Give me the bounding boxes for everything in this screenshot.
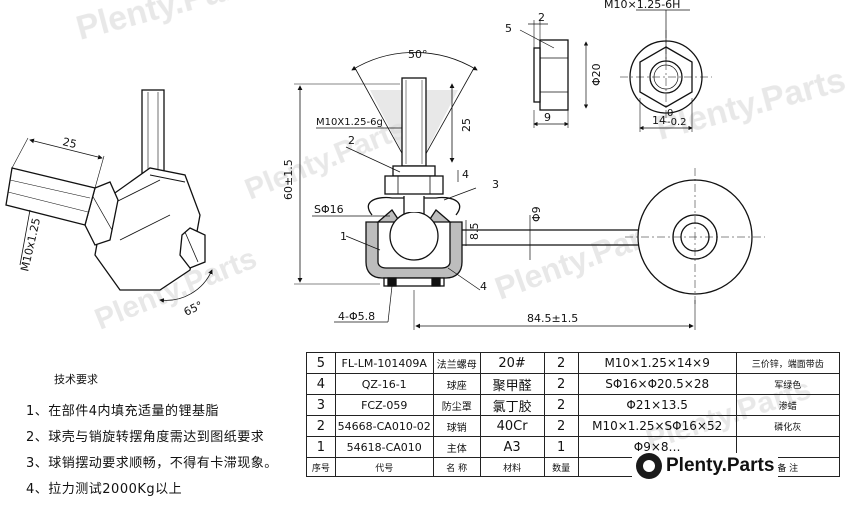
nut-side-view: [519, 20, 589, 128]
bom-qty: 2: [543, 373, 579, 395]
bom-spec: M10×1.25×14×9: [577, 352, 737, 374]
section-view: [294, 52, 765, 330]
requirement-item: 4、拉力测试2000Kg以上: [26, 482, 183, 497]
requirement-item: 3、球销摆动要求顺畅，不得有卡滞现象。: [26, 456, 278, 471]
bom-code: 54618-CA010: [334, 436, 434, 458]
bom-code: 54668-CA010-02: [334, 415, 434, 437]
nut-thread-label: M10×1.25-6H: [604, 0, 680, 11]
nut-front-view: [620, 9, 712, 132]
bom-spec: M10×1.25×SΦ16×52: [577, 415, 737, 437]
callout-1: 1: [340, 230, 347, 243]
nut-tol-lower: -0.2: [667, 117, 687, 128]
callout-2: 2: [348, 134, 355, 147]
bom-qty: 1: [543, 436, 579, 458]
bom-header-name: 名 称: [432, 457, 481, 477]
nut-dia-20: Φ20: [590, 63, 603, 86]
bom-spec: Φ9×8…: [577, 436, 737, 458]
total-height-label: 60±1.5: [282, 159, 295, 200]
iso-dim-thread: M10x1.25: [18, 217, 43, 273]
nut-width-label: 14: [652, 114, 666, 127]
plenty-parts-logo[interactable]: Plenty.Parts: [632, 453, 779, 479]
requirement-item: 2、球壳与销旋转摆角度需达到图纸要求: [26, 430, 265, 445]
bom-qty: 2: [543, 415, 579, 437]
nut-dim-9: 9: [544, 111, 551, 124]
callout-3: 3: [492, 178, 499, 191]
bom-material: 聚甲醛: [479, 373, 545, 395]
rod-dia-label: Φ9: [530, 206, 543, 222]
bom-spec: Φ21×13.5: [577, 394, 737, 416]
bom-header-code: 代号: [334, 457, 434, 477]
bom-no: 4: [306, 373, 336, 395]
holes-label: 4-Φ5.8: [338, 310, 375, 323]
bom-header-no: 序号: [306, 457, 336, 477]
bom-name: 防尘罩: [432, 394, 481, 416]
sphere-dia-label: SΦ16: [314, 203, 344, 216]
bom-name: 球销: [432, 415, 481, 437]
bom-row: 3 FCZ-059 防尘罩 氯丁胶 2 Φ21×13.5 渗蜡: [306, 394, 840, 416]
bom-code: QZ-16-1: [334, 373, 434, 395]
bom-row: 5 FL-LM-101409A 法兰螺母 20# 2 M10×1.25×14×9…: [306, 352, 840, 374]
bom-spec: SΦ16×Φ20.5×28: [577, 373, 737, 395]
bom-row: 2 54668-CA010-02 球销 40Cr 2 M10×1.25×SΦ16…: [306, 415, 840, 437]
bom-name: 主体: [432, 436, 481, 458]
isometric-view: [5, 89, 213, 303]
bom-no: 5: [306, 352, 336, 374]
bom-note: 三价锌，端面带齿: [735, 352, 840, 374]
bom-no: 3: [306, 394, 336, 416]
requirements-title: 技术要求: [54, 373, 98, 386]
length-label: 84.5±1.5: [527, 312, 578, 325]
nut-callout-5: 5: [505, 22, 512, 35]
bom-note: 军绿色: [735, 373, 840, 395]
thread-label: M10X1.25-6g: [316, 117, 383, 128]
cone-angle-label: 50°: [408, 48, 428, 61]
nut-tol-upper: 0: [667, 108, 673, 119]
bom-material: 20#: [479, 352, 545, 374]
bom-note: 渗蜡: [735, 394, 840, 416]
dim-8-5-label: 8.5: [468, 223, 481, 241]
bom-row: 1 54618-CA010 主体 A3 1 Φ9×8…: [306, 436, 840, 458]
bom-code: FL-LM-101409A: [334, 352, 434, 374]
bom-no: 2: [306, 415, 336, 437]
bom-header-qty: 数量: [543, 457, 579, 477]
iso-dim-length: 25: [61, 135, 78, 151]
bom-qty: 2: [543, 394, 579, 416]
logo-text: Plenty.Parts: [666, 455, 775, 476]
requirement-item: 1、在部件4内填充适量的锂基脂: [26, 404, 220, 419]
plenty-parts-logo-icon: [636, 453, 662, 479]
bom-note: 磷化灰: [735, 415, 840, 437]
nut-dim-2: 2: [538, 11, 545, 24]
height-25-label: 25: [460, 118, 473, 132]
dim-4-label: 4: [462, 168, 469, 181]
bom-material: 40Cr: [479, 415, 545, 437]
watermark: Plenty.Parts: [72, 0, 269, 48]
bom-header-material: 材料: [479, 457, 545, 477]
bom-row: 4 QZ-16-1 球座 聚甲醛 2 SΦ16×Φ20.5×28 军绿色: [306, 373, 840, 395]
bom-material: 氯丁胶: [479, 394, 545, 416]
bom-name: 球座: [432, 373, 481, 395]
bom-table: 5 FL-LM-101409A 法兰螺母 20# 2 M10×1.25×14×9…: [306, 352, 840, 477]
bom-name: 法兰螺母: [432, 352, 481, 374]
bom-material: A3: [479, 436, 545, 458]
bom-qty: 2: [543, 352, 579, 374]
bom-no: 1: [306, 436, 336, 458]
callout-4: 4: [480, 280, 487, 293]
bom-code: FCZ-059: [334, 394, 434, 416]
